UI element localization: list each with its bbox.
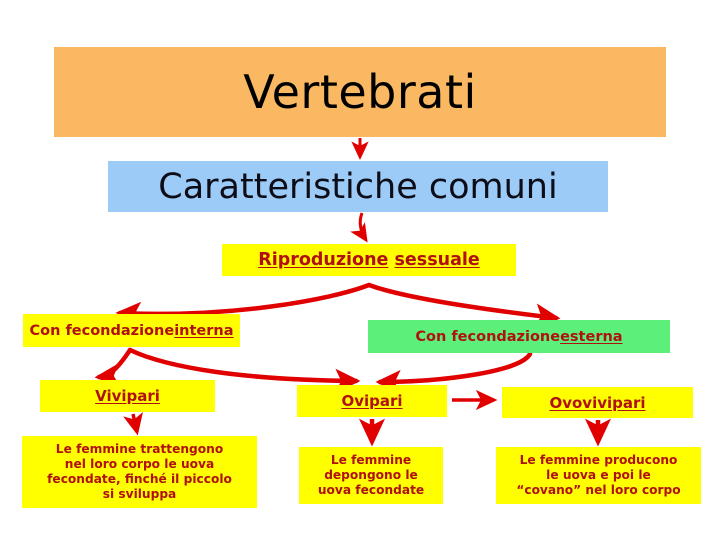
connector-riproduzione-to-esterna [366,282,561,328]
description-ovipari-line-1: Le femmine [330,452,412,467]
node-fecondazione-interna-emphasis: interna [174,322,234,339]
node-fecondazione-esterna[interactable]: Con fecondazione esterna [368,320,670,353]
node-ovipari-label: Ovipari [341,392,403,410]
description-ovipari[interactable]: Le femmine depongono le uova fecondate [299,447,443,504]
connector-esterna-to-ovipari [375,351,533,395]
node-fecondazione-interna[interactable]: Con fecondazione interna [23,314,240,347]
node-vivipari[interactable]: Vivipari [40,380,215,412]
description-ovipari-line-3: uova fecondate [317,483,425,498]
description-ovovivipari-line-2: le uova e poi le [546,467,651,482]
node-vertebrati-label: Vertebrati [243,65,477,119]
node-vivipari-label: Vivipari [95,387,160,405]
node-fecondazione-esterna-prefix: Con fecondazione [415,328,561,345]
description-vivipari-line-1: Le femmine trattengono [55,441,224,456]
node-riproduzione-sessuale[interactable]: Riproduzione sessuale [222,244,516,276]
description-vivipari-line-4: si sviluppa [102,487,177,502]
node-caratteristiche-comuni[interactable]: Caratteristiche comuni [108,161,608,212]
description-vivipari-line-2: nel loro corpo le uova [64,456,215,471]
node-riproduzione-word2: sessuale [394,250,480,270]
connector-riproduzione-to-interna [115,282,372,327]
description-ovipari-line-2: depongono le [324,467,418,482]
description-ovipari-text: Le femmine depongono le uova fecondate [318,453,424,499]
node-ovipari[interactable]: Ovipari [297,385,447,417]
node-caratteristiche-comuni-label: Caratteristiche comuni [158,166,558,207]
description-vivipari-text: Le femmine trattengono nel loro corpo le… [47,442,232,503]
description-vivipari-line-3: fecondate, finché il piccolo [47,472,232,486]
node-fecondazione-esterna-emphasis: esterna [560,328,623,345]
description-ovovivipari-line-1: Le femmine producono [519,452,678,467]
node-fecondazione-interna-prefix: Con fecondazione [29,322,175,339]
description-ovovivipari-line-3: “covano” nel loro corpo [516,483,681,498]
connector-vivipari-to-description [123,412,143,436]
connector-caratteristiche-to-riproduzione [350,212,368,243]
description-vivipari[interactable]: Le femmine trattengono nel loro corpo le… [22,436,257,508]
node-vertebrati[interactable]: Vertebrati [54,47,666,137]
connector-interna-to-vivipari [94,347,133,388]
node-riproduzione-word1: Riproduzione [258,250,389,270]
node-ovovivipari-label: Ovovivipari [549,393,646,412]
connector-interna-to-ovipari [127,347,361,393]
description-ovovivipari[interactable]: Le femmine producono le uova e poi le “c… [496,447,701,504]
description-ovovivipari-text: Le femmine producono le uova e poi le “c… [516,453,680,499]
node-ovovivipari[interactable]: Ovovivipari [502,387,693,418]
